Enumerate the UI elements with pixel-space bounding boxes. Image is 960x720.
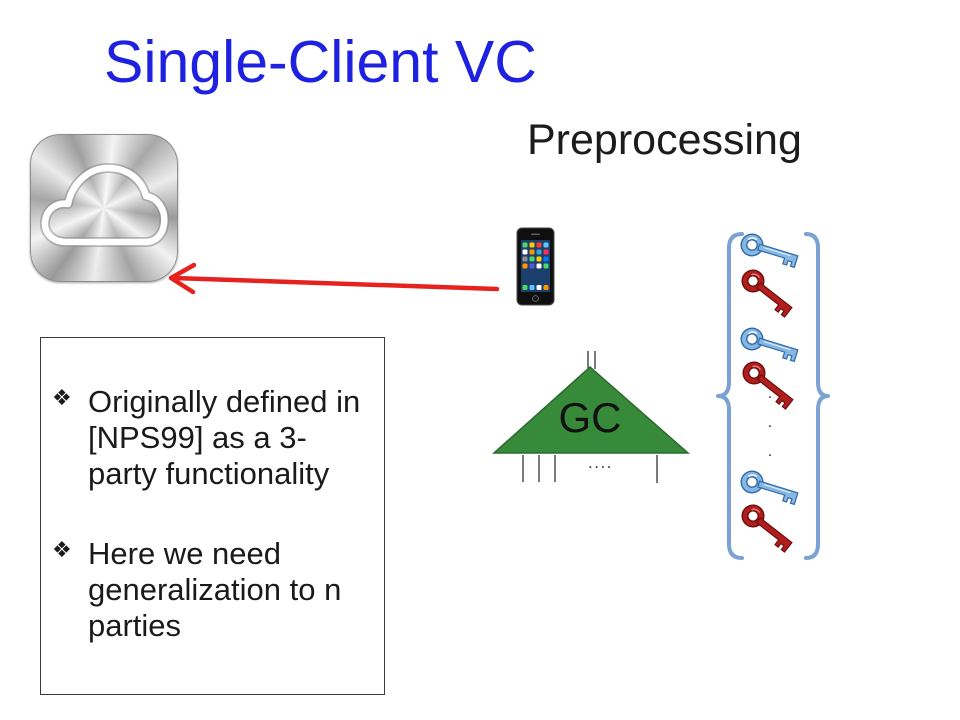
phone-app-icon [522,242,528,248]
bullet-item: ❖ Here we need generalization to n parti… [41,536,368,644]
phone-app-icon [536,256,542,262]
blue-key-icon [742,235,800,267]
red-key-icon [741,270,795,317]
phone-app-icon [543,285,549,290]
icloud-icon [30,134,178,282]
phone-app-grid [522,242,549,290]
garbled-circuit: GC .... [492,351,690,483]
garbled-circuit-label: GC [559,394,622,441]
phone-app-icon [536,249,542,255]
phone-app-icon [522,263,528,269]
phone-app-icon [536,285,542,290]
phone-app-icon [543,249,549,255]
key-ellipsis-dot: . [768,414,772,431]
arrow-head-icon [168,262,197,295]
blue-key-icon [742,472,800,504]
bullet-item: ❖ Originally defined in [NPS99] as a 3-p… [41,384,368,492]
red-arrow [168,262,500,295]
key-ellipsis-dot: . [768,385,772,402]
right-brace [804,232,830,560]
phone-app-icon [543,263,549,269]
phone-app-icon [522,249,528,255]
phone-app-icon [529,249,535,255]
phone-app-icon [543,242,549,248]
bullet-diamond-icon: ❖ [52,386,72,411]
phone-home-button [532,295,539,302]
bullet-text: Originally defined in [NPS99] as a 3-par… [88,384,361,491]
phone-app-icon [529,256,535,262]
arrow-shaft [171,275,500,292]
phone-app-icon [536,263,542,269]
notes-box: ❖ Originally defined in [NPS99] as a 3-p… [40,337,385,695]
left-brace [716,232,744,560]
phone-app-icon [536,242,542,248]
iphone-icon [516,227,555,306]
garbled-circuit-triangle [492,365,690,454]
phone-app-icon [529,263,535,269]
slide-subtitle: Preprocessing [527,116,802,164]
phone-app-icon [543,256,549,262]
phone-app-icon [522,256,528,262]
key-ellipsis-dot: . [768,443,772,460]
bullet-text: Here we need generalization to n parties [88,536,342,643]
output-wire-ellipsis: .... [588,453,613,472]
phone-speaker [531,233,540,236]
cloud-icon [39,163,170,247]
red-key-icon [741,505,795,552]
phone-app-icon [529,285,535,290]
slide-title: Single-Client VC [104,29,537,95]
key-set: . . . [716,232,830,560]
phone-app-icon [522,285,528,290]
blue-key-icon [742,329,800,361]
bullet-diamond-icon: ❖ [52,538,72,563]
phone-app-icon [529,242,535,248]
